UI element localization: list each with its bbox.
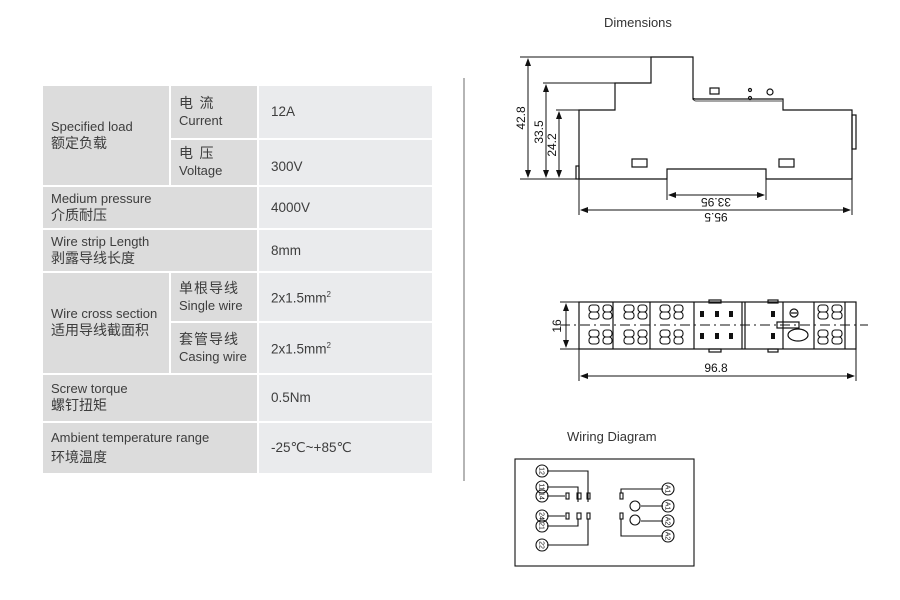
- wire-strip-length-value: 8mm: [257, 228, 434, 273]
- table-row: Screw torque 螺钉扭矩 0.5Nm: [41, 373, 434, 423]
- casing-wire-value: 2x1.5mm2: [257, 321, 434, 375]
- ambient-temperature-label: Ambient temperature range 环境温度: [41, 421, 259, 475]
- table-row: 套管导线 Casing wire 2x1.5mm2: [42, 321, 434, 375]
- voltage-sublabel: 电 压 Voltage: [169, 138, 259, 187]
- dim-length: 95.5: [704, 210, 728, 224]
- single-wire-sublabel: 单根导线 Single wire: [169, 271, 259, 323]
- slot: [631, 158, 648, 168]
- table-row: Medium pressure 介质耐压 4000V: [41, 185, 434, 230]
- screw-torque-label: Screw torque 螺钉扭矩: [41, 373, 259, 423]
- single-wire-value: 2x1.5mm2: [257, 271, 434, 323]
- screw-torque-value: 0.5Nm: [257, 373, 434, 423]
- terminal-12: 12: [538, 467, 545, 475]
- dim-top-length: 96.8: [704, 361, 728, 375]
- terminal-screws: [588, 304, 843, 345]
- dim-width: 16: [550, 319, 564, 333]
- dim-height-mid: 33.5: [532, 120, 546, 144]
- wiring-frame: [514, 458, 695, 567]
- dimensions-heading: Dimensions: [604, 15, 672, 30]
- terminal-a2: A2: [664, 517, 671, 526]
- terminal-22: 22: [538, 541, 545, 549]
- terminal-24: 24: [538, 512, 545, 520]
- table-row: Specified load 额定负载 电 流 Current 12A: [41, 84, 434, 187]
- terminal-21: 21: [538, 522, 545, 530]
- wire-cross-section-label: Wire cross section 适用导线截面积: [41, 271, 171, 375]
- terminal-a1: A1: [664, 502, 671, 511]
- medium-pressure-label: Medium pressure 介质耐压: [41, 185, 259, 230]
- current-value: 12A: [257, 84, 434, 140]
- dim-height-low: 24.2: [545, 133, 559, 157]
- medium-pressure-value: 4000V: [257, 185, 434, 230]
- wiring-diagram-heading: Wiring Diagram: [567, 429, 657, 444]
- table-row: Ambient temperature range 环境温度 -25℃~+85℃: [41, 421, 434, 475]
- terminal-a2: A2: [664, 532, 671, 541]
- dim-height-total: 42.8: [514, 106, 528, 130]
- section-divider: [463, 78, 465, 481]
- table-row: Wire cross section 适用导线截面积 单根导线 Single w…: [41, 271, 434, 375]
- table-row: 电 压 Voltage 300V: [42, 138, 434, 187]
- side-outline: [578, 56, 853, 180]
- specifications-table: Specified load 额定负载 电 流 Current 12A 电 压 …: [41, 84, 434, 475]
- casing-wire-sublabel: 套管导线 Casing wire: [169, 321, 259, 375]
- current-sublabel: 电 流 Current: [169, 84, 259, 140]
- voltage-value: 300V: [257, 138, 434, 187]
- specified-load-label: Specified load 额定负载: [41, 84, 171, 187]
- wire-strip-length-label: Wire strip Length 剥露导线长度: [41, 228, 259, 273]
- terminal-11: 11: [538, 483, 545, 490]
- terminal-a1: A1: [664, 485, 671, 494]
- table-row: Wire strip Length 剥露导线长度 8mm: [41, 228, 434, 273]
- slot: [778, 158, 795, 168]
- ambient-temperature-value: -25℃~+85℃: [257, 421, 434, 475]
- dim-rail-width: 33.95: [701, 195, 731, 209]
- terminal-14: 14: [538, 492, 545, 500]
